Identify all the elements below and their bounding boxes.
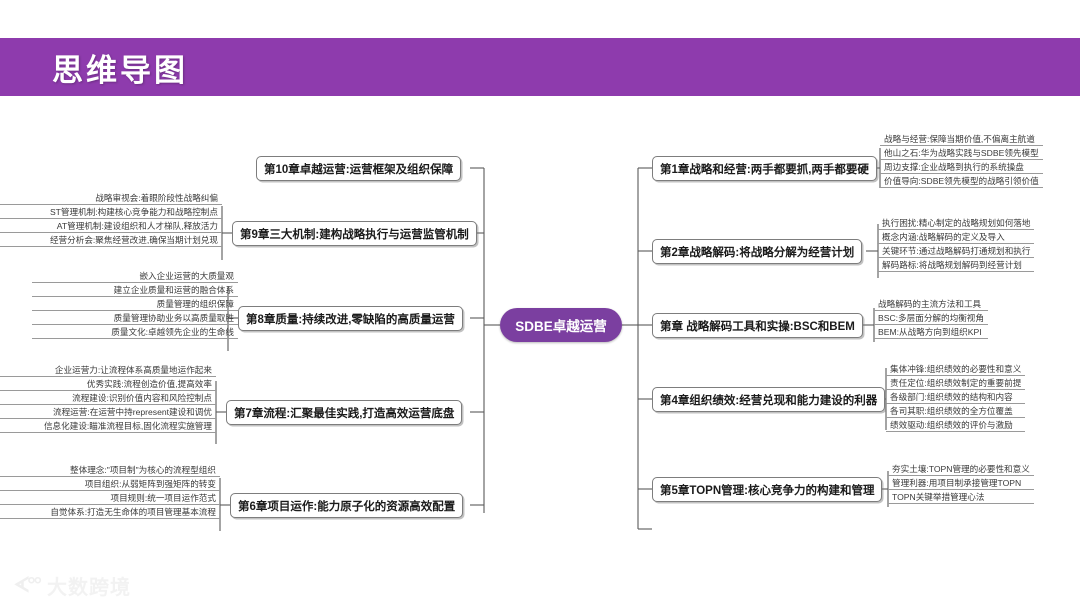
leaf-item[interactable]: 嵌入企业运营的大质量观: [32, 269, 238, 283]
leaf-item[interactable]: AT管理机制:建设组织和人才梯队,释放活力: [0, 219, 222, 233]
watermark-logo-icon: ᗉ°°: [14, 573, 42, 597]
leaf-item[interactable]: 他山之石:华为战略实践与SDBE领先模型: [880, 146, 1043, 160]
leaf-item[interactable]: 质量管理的组织保障: [32, 297, 238, 311]
leaf-item[interactable]: 绩效驱动:组织绩效的评价与激励: [886, 418, 1026, 432]
leaf-item[interactable]: 集体冲锋:组织绩效的必要性和意义: [886, 362, 1026, 376]
leaf-group-ch2: 执行困扰:精心制定的战略规划如何落地 概念内涵:战略解码的定义及导入 关键环节:…: [878, 216, 1035, 272]
leaf-group-ch1: 战略与经营:保障当期价值,不偏离主航道 他山之石:华为战略实践与SDBE领先模型…: [880, 132, 1043, 188]
leaf-item[interactable]: 质量管理协助业务以高质量取胜: [32, 311, 238, 325]
chapter-node-ch10[interactable]: 第10章卓越运营:运营框架及组织保障: [256, 156, 462, 181]
leaf-item[interactable]: 质量文化:卓越领先企业的生命线: [32, 325, 238, 339]
chapter-node-ch6[interactable]: 第6章项目运作:能力原子化的资源高效配置: [230, 493, 464, 518]
leaf-item[interactable]: 关键环节:通过战略解码打通规划和执行: [878, 244, 1035, 258]
leaf-item[interactable]: 优秀实践:流程创造价值,提高效率: [0, 377, 216, 391]
leaf-item[interactable]: 项目规则:统一项目运作范式: [0, 491, 220, 505]
leaf-group-ch4: 集体冲锋:组织绩效的必要性和意义 责任定位:组织绩效制定的重要前提 各级部门:组…: [886, 362, 1026, 432]
leaf-group-ch7: 企业运营力:让流程体系高质量地运作起来 优秀实践:流程创造价值,提高效率 流程建…: [0, 363, 216, 433]
chapter-node-ch4[interactable]: 第4章组织绩效:经营兑现和能力建设的利器: [652, 387, 886, 412]
leaf-item[interactable]: BSC:多层面分解的均衡视角: [874, 311, 988, 325]
leaf-group-ch6: 整体理念:"项目制"为核心的流程型组织 项目组织:从弱矩阵到强矩阵的转变 项目规…: [0, 463, 220, 519]
leaf-item[interactable]: 企业运营力:让流程体系高质量地运作起来: [0, 363, 216, 377]
root-node[interactable]: SDBE卓越运营: [500, 308, 622, 342]
leaf-group-ch5: 夯实土壤:TOPN管理的必要性和意义 管理利器:用项目制承接管理TOPN TOP…: [888, 462, 1034, 504]
leaf-item[interactable]: TOPN关键举措管理心法: [888, 490, 1034, 504]
leaf-group-ch9: 战略审视会:着眼阶段性战略纠偏 ST管理机制:构建核心竞争能力和战略控制点 AT…: [0, 191, 222, 247]
chapter-node-ch1[interactable]: 第1章战略和经营:两手都要抓,两手都要硬: [652, 156, 877, 181]
leaf-item[interactable]: 战略解码的主流方法和工具: [874, 297, 988, 311]
leaf-item[interactable]: 整体理念:"项目制"为核心的流程型组织: [0, 463, 220, 477]
leaf-item[interactable]: ST管理机制:构建核心竞争能力和战略控制点: [0, 205, 222, 219]
leaf-item[interactable]: 经营分析会:聚焦经营改进,确保当期计划兑现: [0, 233, 222, 247]
leaf-item[interactable]: 周边支撑:企业战略到执行的系统操盘: [880, 160, 1043, 174]
chapter-node-ch5[interactable]: 第5章TOPN管理:核心竞争力的构建和管理: [652, 477, 883, 502]
leaf-item[interactable]: 项目组织:从弱矩阵到强矩阵的转变: [0, 477, 220, 491]
page-title: 思维导图: [52, 52, 188, 88]
leaf-item[interactable]: 管理利器:用项目制承接管理TOPN: [888, 476, 1034, 490]
leaf-item[interactable]: 夯实土壤:TOPN管理的必要性和意义: [888, 462, 1034, 476]
leaf-item[interactable]: 价值导向:SDBE领先模型的战略引领价值: [880, 174, 1043, 188]
leaf-item[interactable]: 执行困扰:精心制定的战略规划如何落地: [878, 216, 1035, 230]
watermark-label: 大数跨境: [47, 577, 132, 599]
chapter-node-ch9[interactable]: 第9章三大机制:建构战略执行与运营监管机制: [232, 221, 477, 246]
leaf-group-ch3: 战略解码的主流方法和工具 BSC:多层面分解的均衡视角 BEM:从战略方向到组织…: [874, 297, 988, 339]
chapter-node-ch8[interactable]: 第8章质量:持续改进,零缺陷的高质量运营: [238, 306, 463, 331]
leaf-item[interactable]: 概念内涵:战略解码的定义及导入: [878, 230, 1035, 244]
leaf-item[interactable]: 建立企业质量和运营的融合体系: [32, 283, 238, 297]
leaf-item[interactable]: 解码路标:将战略规划解码到经营计划: [878, 258, 1035, 272]
leaf-item[interactable]: 各级部门:组织绩效的结构和内容: [886, 390, 1026, 404]
mindmap-canvas: SDBE卓越运营 第1章战略和经营:两手都要抓,两手都要硬 第2章战略解码:将战…: [0, 96, 1080, 556]
leaf-item[interactable]: 战略审视会:着眼阶段性战略纠偏: [0, 191, 222, 205]
header-banner: 思维导图: [0, 38, 1080, 96]
leaf-item[interactable]: 信息化建设:瞄准流程目标,固化流程实施管理: [0, 419, 216, 433]
leaf-item[interactable]: 战略与经营:保障当期价值,不偏离主航道: [880, 132, 1043, 146]
leaf-item[interactable]: 流程运营:在运营中持represent建设和调优: [0, 405, 216, 419]
chapter-node-ch3[interactable]: 第章 战略解码工具和实操:BSC和BEM: [652, 313, 863, 338]
chapter-node-ch2[interactable]: 第2章战略解码:将战略分解为经营计划: [652, 239, 863, 264]
watermark: ᗉ°° 大数跨境: [14, 571, 131, 600]
leaf-item[interactable]: BEM:从战略方向到组织KPI: [874, 325, 988, 339]
leaf-item[interactable]: 责任定位:组织绩效制定的重要前提: [886, 376, 1026, 390]
leaf-group-ch8: 嵌入企业运营的大质量观 建立企业质量和运营的融合体系 质量管理的组织保障 质量管…: [32, 269, 238, 339]
leaf-item[interactable]: 各司其职:组织绩效的全方位覆盖: [886, 404, 1026, 418]
leaf-item[interactable]: 自觉体系:打造无生命体的项目管理基本流程: [0, 505, 220, 519]
chapter-node-ch7[interactable]: 第7章流程:汇聚最佳实践,打造高效运营底盘: [226, 400, 463, 425]
leaf-item[interactable]: 流程建设:识别价值内容和风险控制点: [0, 391, 216, 405]
